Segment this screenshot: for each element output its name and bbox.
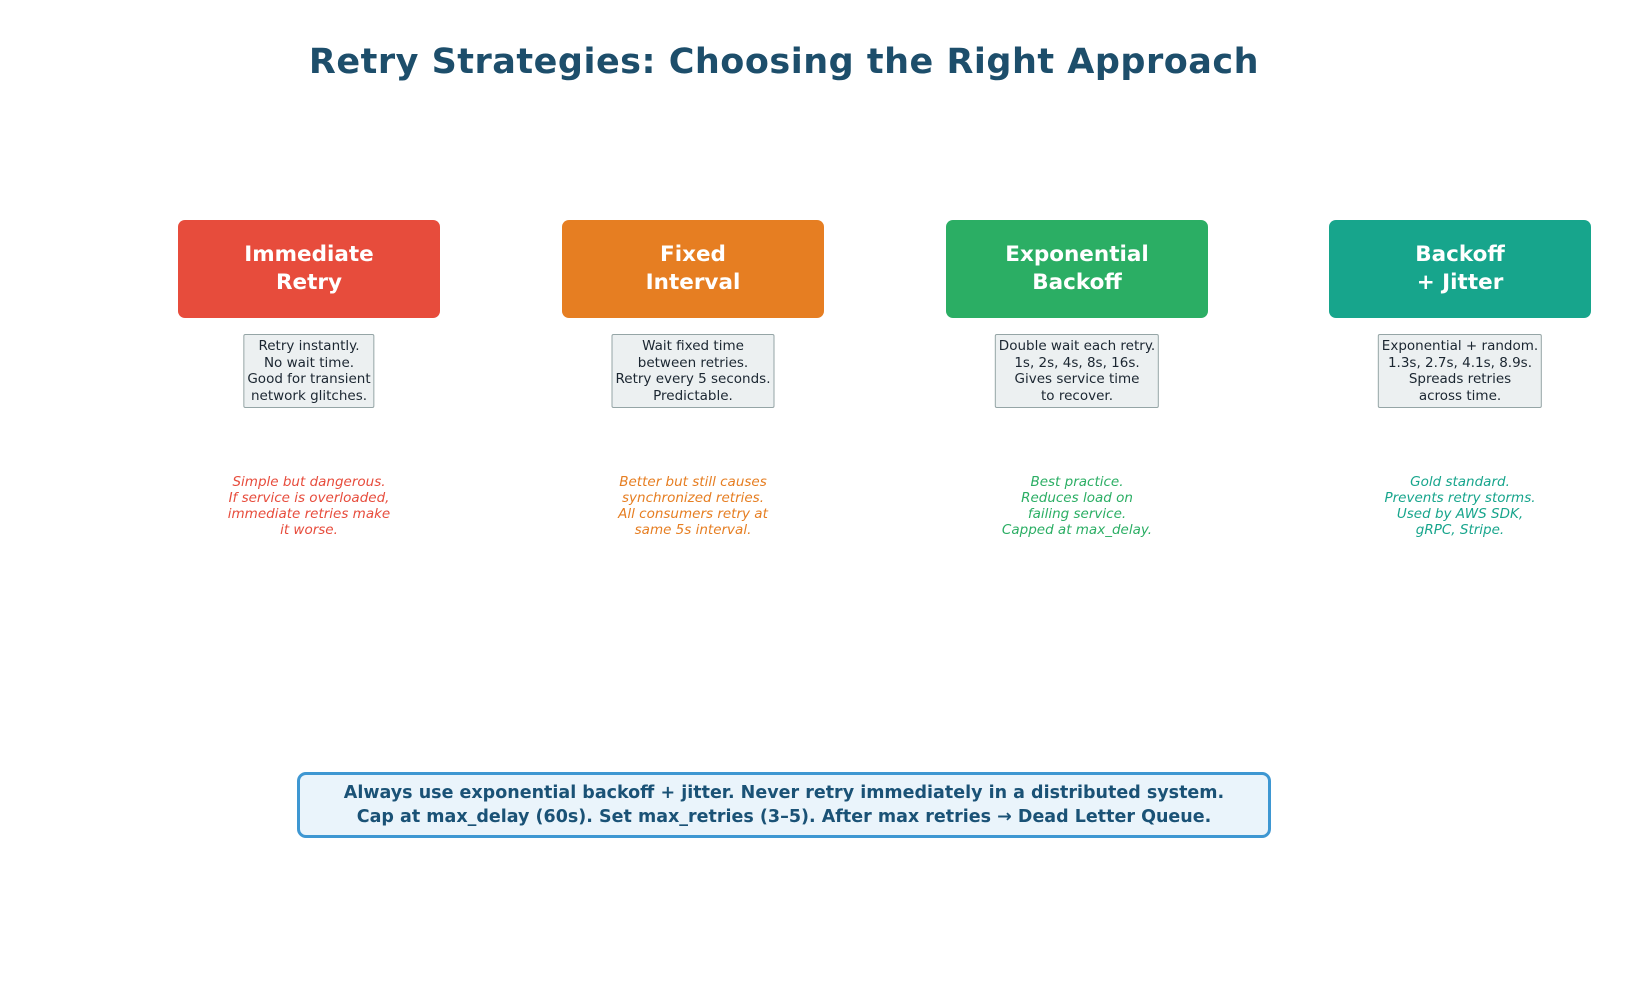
strategy-description-line: Spreads retries [1408,371,1512,387]
strategy-note-line: failing service. [1027,506,1127,522]
strategy-description-line: Wait fixed time [642,338,744,354]
strategy-title-line: Backoff [1415,242,1505,267]
strategy-note-line: Capped at max_delay. [1001,522,1153,538]
strategy-description-box: Double wait each retry.1s, 2s, 4s, 8s, 1… [994,334,1160,408]
strategy-description-line: 1s, 2s, 4s, 8s, 16s. [1014,354,1140,371]
recommendation-box: Always use exponential backoff + jitter.… [297,772,1271,838]
strategy-description-line: Double wait each retry. [998,338,1156,354]
recommendation-line-1: Always use exponential backoff + jitter.… [343,783,1225,803]
strategy-description-box: Exponential + random.1.3s, 2.7s, 4.1s, 8… [1377,334,1543,408]
strategy-note-line: immediate retries make [227,506,391,522]
strategy-title-line: Fixed [660,242,726,267]
strategy-title-line: Exponential [1005,242,1149,267]
strategy-note-line: synchronized retries. [621,490,765,506]
strategy-title-line: + Jitter [1416,270,1504,295]
strategy-description-wrap: Double wait each retry.1s, 2s, 4s, 8s, 1… [994,334,1160,408]
strategy-title-line: Interval [645,270,741,295]
strategy-description-line: Predictable. [653,387,733,404]
strategy-note-line: it worse. [280,522,338,538]
strategy-note-line: Best practice. [1030,474,1124,490]
strategy-header-box: Backoff + Jitter [1329,220,1591,318]
strategy-description-line: network glitches. [250,387,368,404]
strategy-description-line: Exponential + random. [1381,338,1539,354]
strategy-note-line: Prevents retry storms. [1384,490,1536,506]
strategy-note-line: gRPC, Stripe. [1415,522,1505,538]
strategy-description-line: No wait time. [263,354,355,371]
strategy-title-line: Retry [275,270,343,295]
strategy-description-line: Retry every 5 seconds. [615,371,771,387]
strategy-note-line: same 5s interval. [634,522,752,538]
strategy-note-line: Simple but dangerous. [232,474,386,490]
strategy-description-line: to recover. [1041,387,1113,404]
strategy-description-box: Retry instantly.No wait time.Good for tr… [243,334,375,408]
diagram-title: Retry Strategies: Choosing the Right App… [308,42,1260,82]
strategy-description-line: Retry instantly. [258,338,360,354]
strategy-note-line: Gold standard. [1410,474,1510,490]
strategy-note-line: Reduces load on [1021,490,1133,506]
strategy-note: Gold standard.Prevents retry storms.Used… [1384,474,1535,538]
strategy-note-line: Better but still causes [619,474,767,490]
strategy-description-line: 1.3s, 2.7s, 4.1s, 8.9s. [1387,354,1533,371]
strategy-note-line: Used by AWS SDK, [1396,506,1524,522]
strategy-note: Simple but dangerous.If service is overl… [228,474,390,538]
strategy-description-line: Good for transient [247,371,371,387]
strategy-description-wrap: Exponential + random.1.3s, 2.7s, 4.1s, 8… [1377,334,1543,408]
strategy-description-line: between retries. [637,354,749,371]
strategy-title-line: Backoff [1032,270,1122,295]
recommendation-line-2: Cap at max_delay (60s). Set max_retries … [356,807,1212,827]
strategy-description-line: Gives service time [1014,371,1140,387]
strategy-title-line: Immediate [244,242,374,267]
strategy-description-line: across time. [1418,387,1502,404]
strategy-note-line: If service is overloaded, [228,490,390,506]
strategy-note-line: All consumers retry at [618,506,768,522]
strategy-column-backoff-jitter: Backoff + Jitter Exponential + random.1.3… [1329,0,1591,1005]
strategy-description-wrap: Retry instantly.No wait time.Good for tr… [243,334,375,408]
